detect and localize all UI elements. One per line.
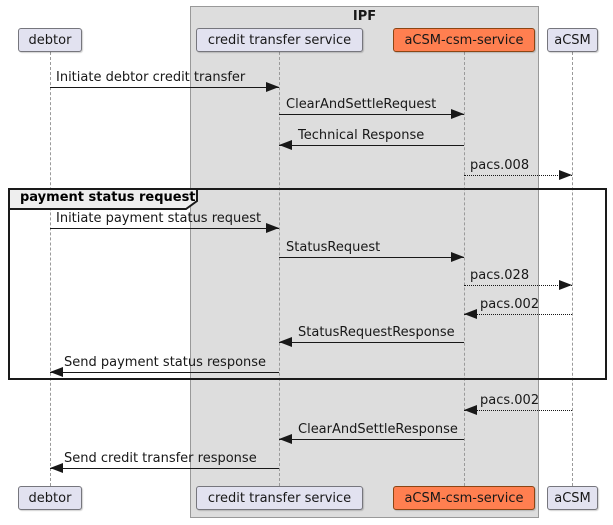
sequence-message: pacs.028 [464,265,572,290]
lifeline-debtor [50,52,51,486]
participant-label: credit transfer service [207,33,352,48]
sequence-message: ClearAndSettleRequest [279,94,464,119]
participant-label: aCSM [554,33,591,48]
lifeline-credit-transfer-service [279,52,280,486]
lifeline-acsm [572,52,573,486]
arrow-left-icon [464,405,477,415]
group-frame-pentagon [8,188,198,210]
participant-label: credit transfer service [207,491,352,506]
participant-acsm-csm-service-top: aCSM-csm-service [393,28,535,52]
arrow-left-icon [279,434,292,444]
participant-label: debtor [28,33,72,48]
lifeline-acsm-csm-service [464,52,465,486]
message-label: ClearAndSettleRequest [286,97,437,112]
participant-debtor-bottom: debtor [18,486,82,510]
arrow-right-icon [451,252,464,262]
arrow-right-icon [559,170,572,180]
arrow-left-icon [279,140,292,150]
arrow-right-icon [559,280,572,290]
message-label: Initiate debtor credit transfer [56,70,246,85]
message-label: pacs.002 [480,393,540,408]
participant-acsm-top: aCSM [547,28,598,52]
participant-acsm-csm-service-bottom: aCSM-csm-service [393,486,535,510]
ipf-box: IPF [190,6,539,518]
message-label: pacs.008 [470,158,530,173]
participant-debtor-top: debtor [18,28,82,52]
message-label: StatusRequestResponse [298,325,455,340]
sequence-message: Technical Response [279,125,464,150]
message-label: Send payment status response [64,355,267,370]
sequence-message: Send payment status response [50,352,279,377]
participant-label: aCSM-csm-service [404,33,524,48]
participant-label: aCSM [554,491,591,506]
sequence-message: Send credit transfer response [50,448,279,473]
arrow-left-icon [464,309,477,319]
arrow-left-icon [50,463,63,473]
sequence-message: Initiate debtor credit transfer [50,67,279,92]
message-label: pacs.002 [480,297,540,312]
group-frame-label: payment status request [20,190,196,205]
sequence-message: ClearAndSettleResponse [279,419,464,444]
participant-credit-transfer-service-bottom: credit transfer service [196,486,363,510]
sequence-message: StatusRequestResponse [279,322,464,347]
participant-label: aCSM-csm-service [404,491,524,506]
arrow-left-icon [50,367,63,377]
ipf-box-title: IPF [352,9,377,24]
message-label: pacs.028 [470,268,530,283]
sequence-message: pacs.002 [464,294,572,319]
sequence-message: StatusRequest [279,237,464,262]
participant-credit-transfer-service-top: credit transfer service [196,28,363,52]
group-frame-payment-status-request: payment status request [8,188,607,380]
message-label: Initiate payment status request [56,211,262,226]
message-label: ClearAndSettleResponse [298,422,458,437]
arrow-right-icon [451,109,464,119]
arrow-right-icon [266,223,279,233]
arrow-left-icon [279,337,292,347]
sequence-message: Initiate payment status request [50,208,279,233]
participant-acsm-bottom: aCSM [547,486,598,510]
message-label: Send credit transfer response [64,451,257,466]
sequence-message: pacs.008 [464,155,572,180]
message-label: Technical Response [298,128,425,143]
sequence-message: pacs.002 [464,390,572,415]
group-frame-header: payment status request [8,188,198,210]
message-label: StatusRequest [286,240,381,255]
participant-label: debtor [28,491,72,506]
arrow-right-icon [266,82,279,92]
